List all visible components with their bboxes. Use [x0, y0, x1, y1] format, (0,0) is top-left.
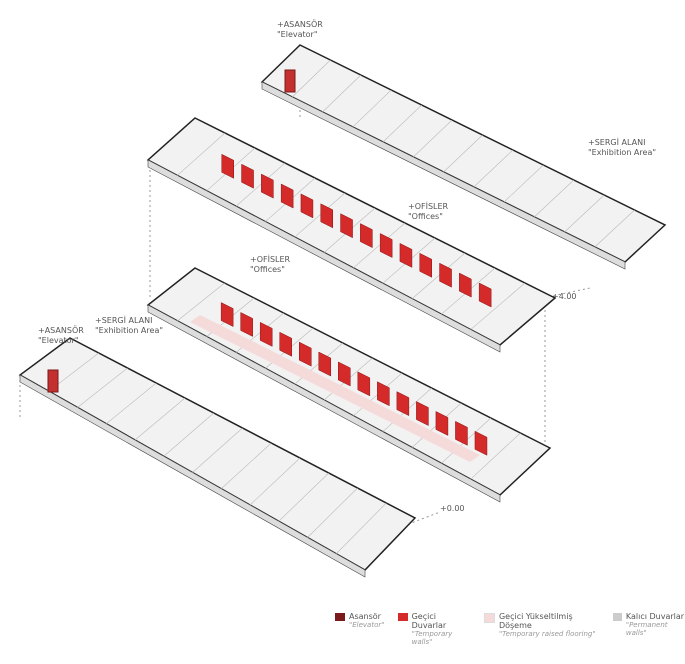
- temporary-wall: [399, 242, 413, 268]
- temporary-wall: [338, 361, 351, 387]
- temporary-wall: [320, 203, 333, 229]
- temporary-wall: [241, 163, 254, 189]
- temporary-wall: [280, 183, 294, 209]
- swatch-elevator: [335, 613, 345, 621]
- temporary-wall: [221, 153, 234, 179]
- temporary-wall: [377, 381, 390, 407]
- legend-temporary-walls: Geçici Duvarlar"Temporary walls": [398, 612, 469, 646]
- temporary-wall: [360, 223, 373, 249]
- temporary-wall: [435, 411, 449, 436]
- swatch-raised-flooring: [483, 613, 495, 623]
- temporary-wall: [379, 233, 393, 258]
- temporary-wall: [416, 401, 429, 426]
- temporary-wall: [300, 193, 314, 219]
- slab-top-floor: [260, 44, 667, 270]
- legend-elevator: Asansör"Elevator": [335, 612, 384, 646]
- temporary-wall: [220, 302, 234, 327]
- temporary-wall: [299, 341, 312, 367]
- swatch-permanent-walls: [612, 613, 622, 621]
- label-exhibition-top: +SERGİ ALANI"Exhibition Area": [588, 138, 657, 157]
- level-ground: +0.00: [440, 504, 465, 513]
- temporary-wall: [396, 391, 410, 417]
- label-exhibition-ground: +SERGİ ALANI"Exhibition Area": [95, 316, 164, 335]
- temporary-wall: [261, 173, 274, 199]
- elevator-ground: [47, 369, 59, 393]
- temporary-wall: [439, 262, 452, 288]
- temporary-wall: [340, 213, 353, 239]
- label-offices-lower: +OFİSLER"Offices": [250, 255, 291, 274]
- temporary-wall: [474, 430, 488, 456]
- raised-flooring: [190, 315, 480, 462]
- temporary-wall: [459, 272, 472, 298]
- temporary-wall: [357, 371, 371, 397]
- legend: Asansör"Elevator" Geçici Duvarlar"Tempor…: [335, 612, 685, 646]
- swatch-temporary-walls: [398, 613, 408, 621]
- temporary-wall: [259, 321, 273, 347]
- temporary-wall: [478, 282, 492, 308]
- temporary-wall: [279, 331, 292, 357]
- temporary-wall: [419, 252, 432, 278]
- legend-raised-flooring: Geçici Yükseltilmiş Döşeme"Temporary rai…: [483, 612, 599, 646]
- temporary-wall: [455, 420, 468, 446]
- elevator-top: [284, 69, 296, 93]
- level-upper: +4.00: [552, 292, 577, 301]
- label-elevator-ground: +ASANSÖR"Elevator": [38, 326, 84, 345]
- slab-ground-floor: [18, 337, 417, 578]
- legend-permanent-walls: Kalıcı Duvarlar"Permanent walls": [612, 612, 685, 646]
- temporary-wall: [240, 312, 253, 337]
- label-elevator-top: +ASANSÖR"Elevator": [277, 20, 323, 39]
- temporary-wall: [318, 351, 332, 377]
- label-offices-upper: +OFİSLER"Offices": [408, 202, 449, 221]
